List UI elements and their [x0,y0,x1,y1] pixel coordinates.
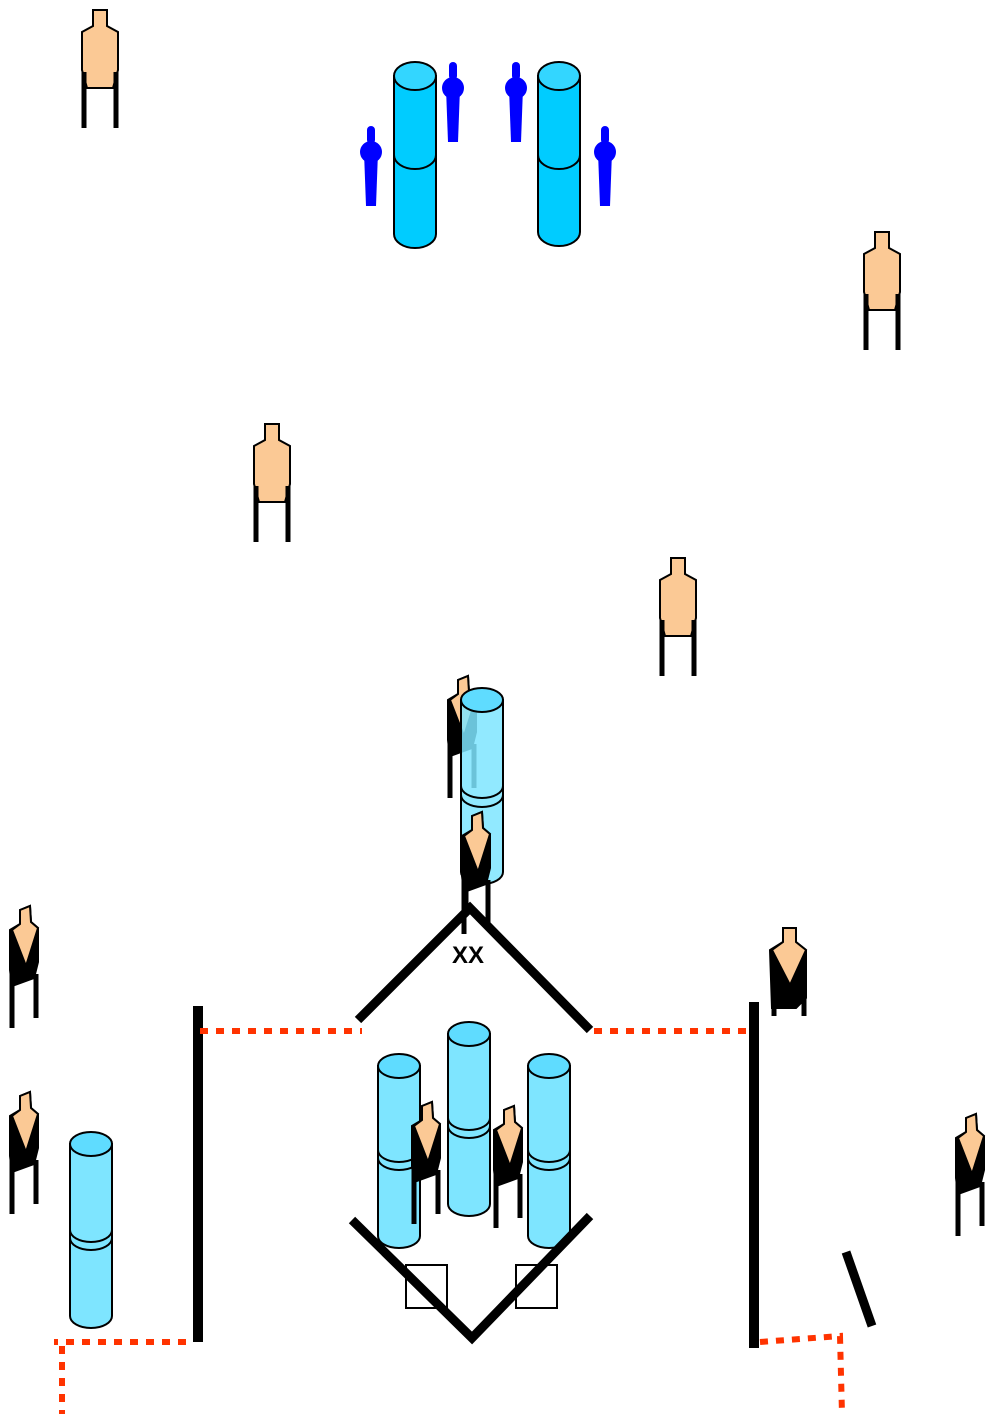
shooting-box-icon [515,1264,558,1309]
upper-v-wall [354,875,594,1034]
barrel-stack-top-left [393,61,437,249]
barrel-cluster-center [377,1021,571,1249]
no-shoot-icon [442,62,464,142]
barrel-stack-top-right [537,61,581,247]
paper-target-icon [864,232,900,350]
paper-target-icon [494,1106,522,1228]
shooting-box-icon [405,1264,448,1309]
position-mark: XX [452,942,484,969]
paper-target-icon [660,558,696,676]
no-shoot-icon [505,62,527,142]
paper-target-icon [956,1114,984,1236]
barrel-stack-center [448,676,504,934]
paper-target-icon [10,1092,38,1214]
paper-target-icon [82,10,118,128]
paper-target-icon [254,424,290,542]
paper-target-icon [770,928,806,1016]
wall-slant-right [841,1250,877,1328]
barrel-stack-left [69,1131,113,1329]
paper-target-icon [10,906,38,1028]
no-shoot-icon [360,126,382,206]
fault-lines [54,1028,845,1414]
no-shoot-icon [594,126,616,206]
lower-v-wall [348,1212,594,1345]
